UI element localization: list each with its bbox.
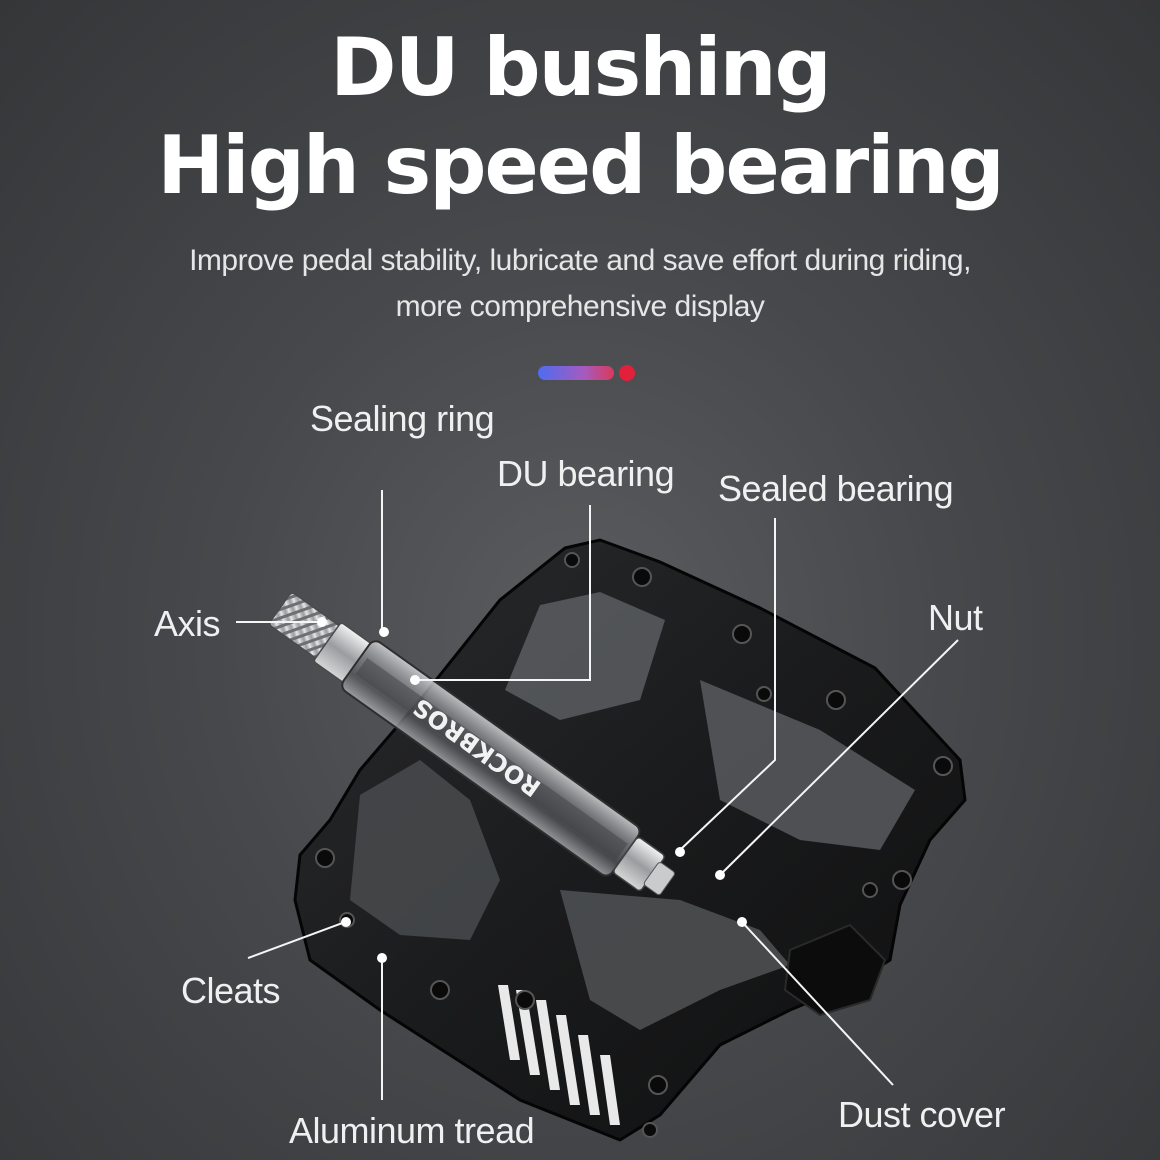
accent-dot <box>619 365 635 381</box>
label-nut: Nut <box>928 597 983 638</box>
leader-lines <box>236 490 959 1100</box>
heading-line-2: High speed bearing <box>157 119 1005 212</box>
accent-gradient-bar <box>538 366 614 380</box>
subtitle-line-1: Improve pedal stability, lubricate and s… <box>189 244 971 277</box>
label-cleats: Cleats <box>181 970 281 1011</box>
leader-dots <box>317 617 747 963</box>
label-sealed-bearing: Sealed bearing <box>718 468 954 509</box>
cleat-pins <box>315 552 953 1138</box>
reflective-stripes <box>498 985 620 1125</box>
label-axis: Axis <box>154 603 221 644</box>
label-aluminum-tread: Aluminum tread <box>289 1110 535 1151</box>
heading-line-1: DU bushing <box>330 21 832 114</box>
label-dust-cover: Dust cover <box>838 1094 1006 1135</box>
label-sealing-ring: Sealing ring <box>310 398 495 439</box>
subtitle-line-2: more comprehensive display <box>395 290 765 323</box>
label-du-bearing: DU bearing <box>497 453 675 494</box>
